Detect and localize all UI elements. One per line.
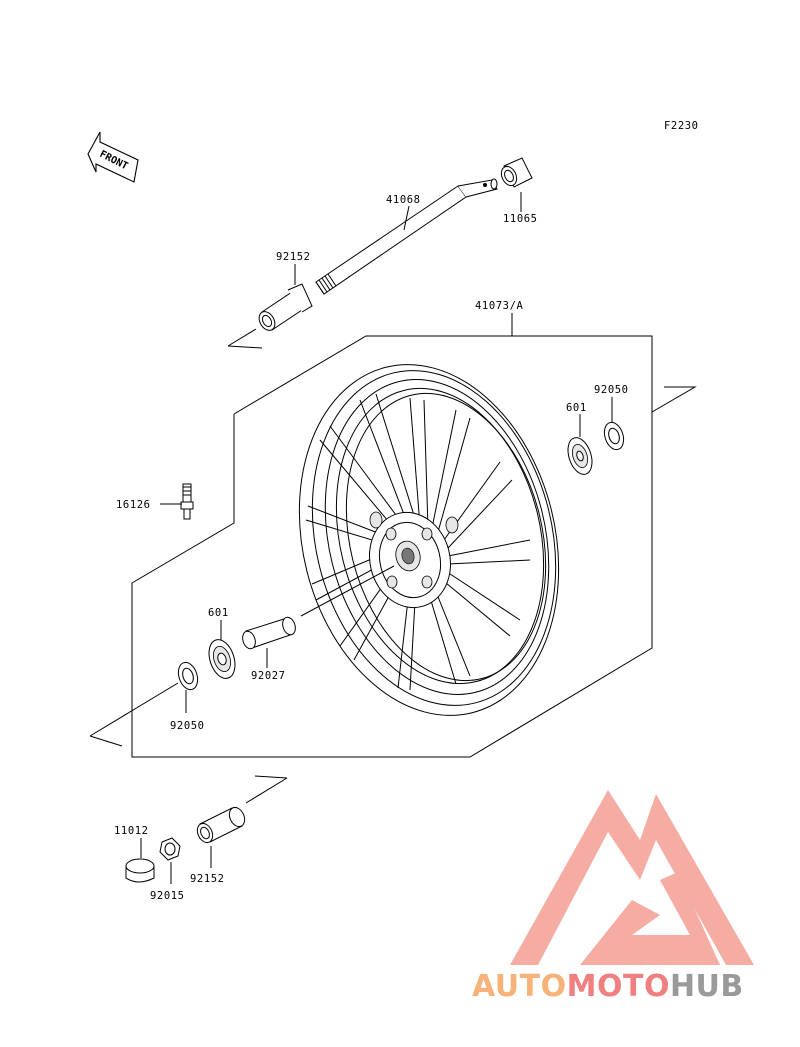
label-601-right: 601 — [566, 402, 587, 414]
diagram-code: F2230 — [664, 120, 699, 132]
label-16126: 16126 — [116, 499, 151, 511]
label-92152-bottom: 92152 — [190, 873, 225, 885]
spacer-92152-top — [258, 283, 313, 331]
axle-41068 — [315, 178, 498, 295]
automotohub-logo-icon — [510, 790, 754, 965]
front-wheel-41073A — [298, 364, 560, 716]
leader-lines-top — [227, 192, 522, 349]
bearing-601-right — [567, 437, 593, 475]
svg-text:AUTOMOTOHUB: AUTOMOTOHUB — [472, 969, 744, 1004]
spacer-92027 — [242, 616, 296, 650]
label-92050-left: 92050 — [170, 720, 205, 732]
collar-11065 — [500, 157, 533, 188]
label-92152-top: 92152 — [276, 251, 311, 263]
wordmark-hub: HUB — [670, 969, 744, 1004]
wordmark-auto: AUTO — [472, 969, 567, 1004]
cap-11012 — [125, 858, 155, 883]
label-41068: 41068 — [386, 194, 421, 206]
front-direction-arrow-icon: FRONT — [87, 131, 139, 183]
wordmark-moto: MOTO — [567, 969, 670, 1004]
label-41073A: 41073/A — [475, 300, 524, 312]
seal-92050-right — [603, 421, 625, 451]
bearing-601-left — [208, 639, 236, 679]
leader-lines — [89, 397, 613, 884]
wheel-assembly-outline — [131, 335, 697, 758]
label-601-left: 601 — [208, 607, 229, 619]
label-11012: 11012 — [114, 825, 149, 837]
seal-92050-left — [177, 661, 199, 691]
label-92050-right: 92050 — [594, 384, 629, 396]
nut-92015 — [159, 837, 181, 861]
label-11065: 11065 — [503, 213, 538, 225]
automotohub-wordmark: AUTOMOTOHUB — [472, 969, 744, 1004]
label-92015: 92015 — [150, 890, 185, 902]
spacer-92152-bottom — [196, 806, 246, 844]
valve-16126 — [180, 483, 194, 520]
label-92027: 92027 — [251, 670, 286, 682]
